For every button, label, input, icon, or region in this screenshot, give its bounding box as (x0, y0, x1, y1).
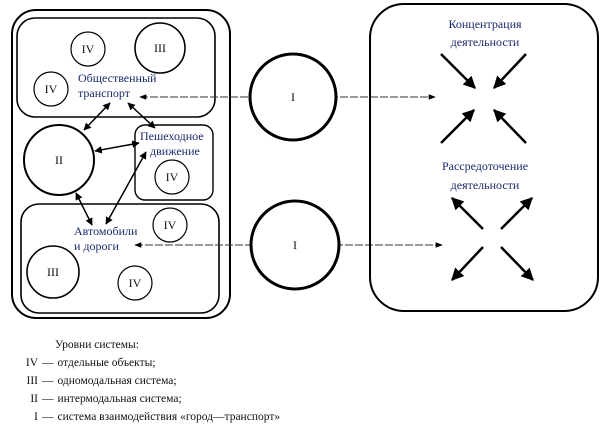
arrow-pt-ii (83, 102, 111, 131)
level-ii-circle (23, 124, 95, 196)
arrow-pedestrian-cars (105, 151, 147, 225)
level-i-circle-top (248, 52, 338, 142)
level-iv-circle (70, 31, 106, 67)
diagram-canvas: IV III IV Общественный транспорт Пешеход… (11, 3, 599, 319)
pedestrian-label-line1: Пешеходное (140, 129, 204, 143)
pedestrian-group: Пешеходное движение IV (134, 124, 214, 201)
legend-text: интермодальная система; (57, 393, 182, 405)
concentration-arrows (440, 53, 527, 144)
level-ii-label: II (55, 153, 63, 167)
level-iii-label: III (154, 41, 166, 55)
cars-roads-label-line1: Автомобили (74, 224, 138, 238)
dispersal-label-line2: деятельности (451, 178, 520, 192)
arrow-outward (451, 246, 484, 281)
legend-item: IV — отдельные объекты; (0, 354, 280, 372)
arrow-inward (493, 109, 527, 144)
level-iii-label: III (47, 265, 59, 279)
arrow-pt-pedestrian (127, 102, 156, 129)
city-transport-outer-box (11, 9, 231, 319)
level-iv-circle (33, 71, 69, 107)
level-iii-circle (134, 22, 186, 74)
concentration-label-line2: деятельности (451, 35, 520, 49)
level-iv-circle (117, 265, 153, 301)
legend-level: III (26, 375, 39, 387)
level-iv-label: IV (166, 170, 179, 184)
level-iv-circle (152, 207, 188, 243)
activity-box (369, 3, 599, 312)
arrow-inward (440, 53, 476, 89)
arrow-outward (451, 197, 484, 230)
public-transport-box (16, 17, 216, 118)
legend-level: IV (25, 357, 38, 369)
legend-item: III — одномодальная система; (0, 372, 280, 390)
cars-roads-group: IV Автомобили и дороги III IV (20, 203, 220, 314)
dispersal-label-line1: Рассредоточение (442, 159, 528, 173)
public-transport-label-line2: транспорт (78, 86, 131, 100)
arrow-ii-cars (75, 192, 93, 226)
arrow-outward (500, 197, 533, 230)
public-transport-label-line1: Общественный (78, 71, 157, 85)
legend: Уровни системы: IV — отдельные объекты; … (0, 336, 280, 426)
legend-text: отдельные объекты; (57, 357, 156, 369)
legend-text: одномодальная система; (57, 375, 177, 387)
public-transport-group: IV III IV Общественный транспорт (16, 17, 216, 118)
arrow-inward (440, 109, 475, 144)
level-i-label-top: I (291, 90, 295, 104)
level-iv-label: IV (129, 276, 142, 290)
legend-title: Уровни системы: (55, 339, 139, 351)
level-i-circle-bottom (249, 199, 341, 291)
legend-text: система взаимодействия «город—транспорт» (57, 411, 281, 423)
concentration-label-line1: Концентрация (448, 17, 522, 31)
level-iv-label: IV (82, 42, 95, 56)
level-iv-label: IV (164, 218, 177, 232)
legend-item: I — система взаимодействия «город—трансп… (0, 408, 280, 426)
pedestrian-label-line2: движение (150, 144, 200, 158)
level-iii-circle (26, 245, 80, 299)
legend-dash: — (42, 357, 54, 369)
legend-dash: — (42, 393, 54, 405)
level-iv-label: IV (45, 82, 58, 96)
legend-level: I (34, 411, 38, 423)
level-iv-circle (154, 159, 190, 195)
arrow-inward (493, 53, 527, 89)
legend-item: II — интермодальная система; (0, 390, 280, 408)
legend-dash: — (42, 375, 54, 387)
legend-level: II (30, 393, 38, 405)
dispersal-arrows (451, 197, 534, 281)
cars-roads-box (20, 203, 220, 314)
arrow-outward (500, 246, 534, 281)
arrow-ii-pedestrian (94, 140, 140, 154)
level-i-label-bottom: I (293, 238, 297, 252)
cars-roads-label-line2: и дороги (74, 239, 119, 253)
legend-dash: — (42, 411, 54, 423)
